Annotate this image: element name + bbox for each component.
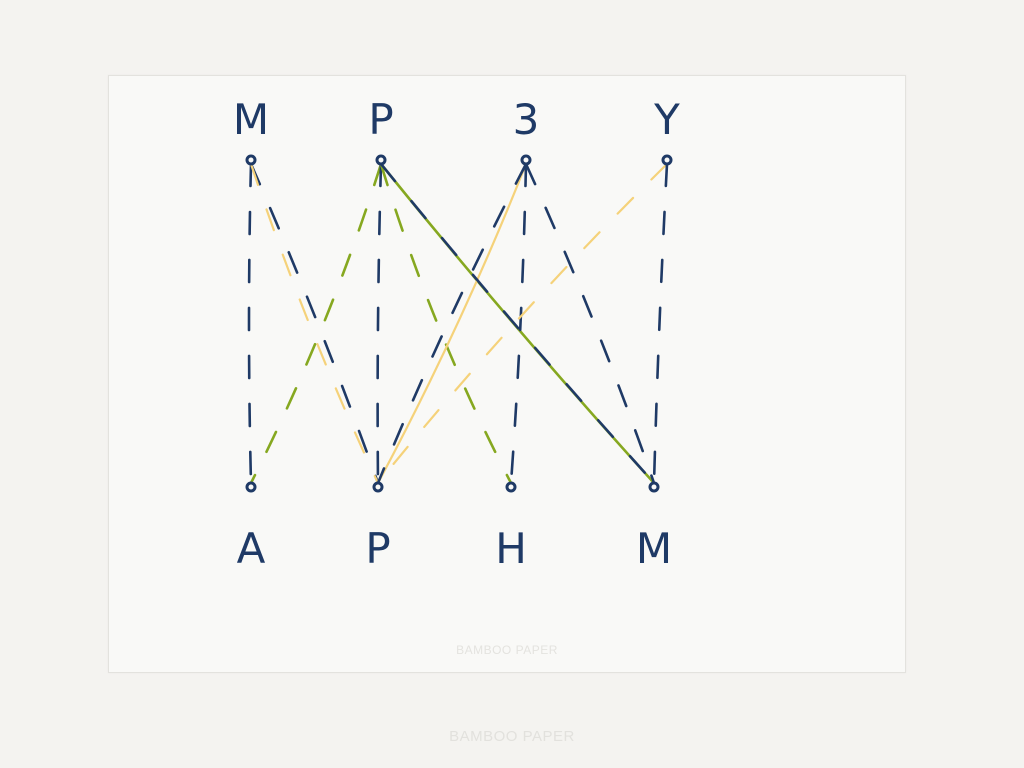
bottom-node-dot-1 [372, 481, 384, 493]
bottom-node-label-3: M [636, 524, 672, 573]
nodes-layer [245, 154, 673, 493]
top-node-dot-3 [661, 154, 673, 166]
top-node-dot-0 [245, 154, 257, 166]
top-node-dot-2 [520, 154, 532, 166]
edge-top-2-to-bottom-1 [376, 162, 528, 485]
edge-top-2-to-bottom-3 [524, 162, 656, 485]
edge-top-1-to-bottom-2 [379, 162, 513, 485]
bottom-node-label-0: A [237, 524, 266, 573]
top-node-label-2: 3 [513, 95, 540, 144]
edge-top-2-to-bottom-2 [509, 162, 528, 485]
top-node-label-0: M [233, 95, 269, 144]
watermark-outer: BAMBOO PAPER [449, 728, 575, 745]
edge-top-0-to-bottom-1 [249, 162, 380, 485]
bottom-node-dot-2 [505, 481, 517, 493]
top-node-label-3: Y [653, 95, 680, 144]
edge-top-1-to-bottom-3 [379, 162, 656, 485]
bottom-node-label-2: H [495, 524, 527, 573]
top-node-label-1: P [368, 95, 393, 144]
edge-top-3-to-bottom-3 [652, 162, 669, 485]
bottom-node-label-1: P [365, 524, 390, 573]
edge-top-0-to-bottom-1 [249, 162, 380, 485]
edges-layer [247, 162, 669, 485]
edge-top-1-to-bottom-0 [249, 162, 383, 485]
labels-layer: M P 3 Y A P H M [233, 95, 680, 573]
edge-top-2-to-bottom-1 [376, 162, 528, 485]
bottom-node-dot-0 [245, 481, 257, 493]
top-node-dot-1 [375, 154, 387, 166]
edge-top-1-to-bottom-1 [376, 162, 383, 485]
bottom-node-dot-3 [648, 481, 660, 493]
watermark-inner: BAMBOO PAPER [456, 643, 558, 657]
bipartite-sketch: M P 3 Y A P H M [233, 95, 680, 573]
edge-top-0-to-bottom-0 [247, 162, 253, 485]
paper-page[interactable]: M P 3 Y A P H M BAMBOO PAPER [108, 75, 906, 673]
edge-top-3-to-bottom-1 [376, 162, 669, 485]
